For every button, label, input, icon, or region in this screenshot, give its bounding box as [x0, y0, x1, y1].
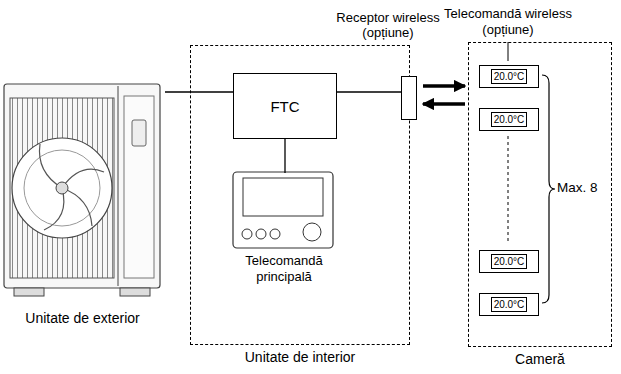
- service-handle: [132, 120, 146, 146]
- wire-line: [165, 91, 233, 92]
- remote-body: [233, 172, 333, 248]
- leader-line: [508, 42, 509, 61]
- outdoor-unit-drawing: [4, 84, 160, 296]
- node-label: Receptor wireless (opțiune): [331, 10, 446, 41]
- front-grille: [10, 98, 114, 278]
- wire-line: [337, 91, 401, 92]
- node-label: 20.0°C: [491, 112, 528, 127]
- wireless-remote: 20.0°C: [479, 65, 539, 88]
- node-label: Cameră: [515, 351, 565, 367]
- callout-label: Telecomandă wireless (opțiune): [438, 6, 578, 37]
- node-label: Unitate de interior: [245, 349, 356, 365]
- indoor-unit-group: Unitate de interiorFTCTelecomandă princi…: [190, 45, 410, 345]
- wireless-remote: 20.0°C: [479, 250, 539, 273]
- signal-arrow: [423, 84, 465, 88]
- remote-button: [256, 229, 266, 239]
- side-panel: [124, 96, 154, 278]
- wireless-receiver: Receptor wireless (opțiune): [401, 76, 417, 120]
- fan-ring: [24, 150, 100, 226]
- wire-line: [284, 139, 285, 173]
- ellipsis-line: [508, 136, 509, 244]
- controller-box: FTC: [233, 73, 337, 139]
- wireless-remote: 20.0°C: [479, 108, 539, 131]
- unit-foot: [14, 288, 44, 296]
- signal-arrow: [423, 102, 465, 106]
- remote-dial: [303, 223, 321, 241]
- fan-blades: [39, 144, 104, 230]
- outdoor-unit: Unitate de exterior: [0, 75, 165, 305]
- fan-guard: [12, 138, 112, 238]
- node-label: 20.0°C: [491, 254, 528, 269]
- node-label: 20.0°C: [491, 297, 528, 312]
- wireless-remote: 20.0°C: [479, 293, 539, 316]
- brace-bracket: [542, 75, 555, 303]
- unit-foot: [120, 288, 150, 296]
- remote-button: [270, 229, 280, 239]
- unit-housing: [4, 84, 160, 288]
- fan-hub: [56, 182, 68, 194]
- node-label: 20.0°C: [491, 69, 528, 84]
- node-label: Unitate de exterior: [25, 310, 139, 326]
- quantity-label: Max. 8: [557, 180, 609, 196]
- panel-seam: [118, 86, 119, 286]
- main-remote-drawing: [233, 172, 333, 248]
- node-label: FTC: [270, 98, 299, 115]
- remote-button: [242, 229, 252, 239]
- remote-screen: [243, 178, 323, 216]
- node-label: Telecomandă principală: [229, 253, 339, 286]
- main-remote: Telecomandă principală: [229, 173, 339, 286]
